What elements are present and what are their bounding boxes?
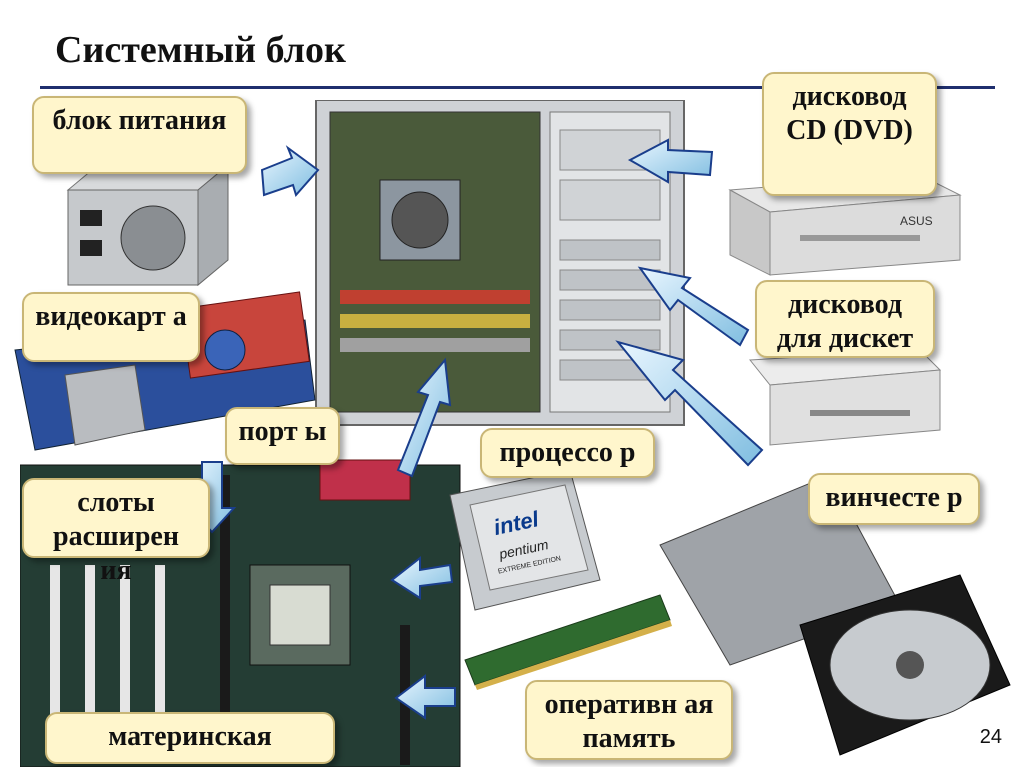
power-supply-photo bbox=[66, 163, 230, 287]
label-hdd-text: винчесте р bbox=[825, 482, 963, 513]
label-slots-text: слоты расширен ия bbox=[53, 487, 179, 586]
arrow-psu bbox=[260, 145, 320, 198]
label-ports: порт ы bbox=[225, 407, 340, 465]
label-psu: блок питания bbox=[32, 96, 247, 174]
label-floppy-text: дисковод для дискет bbox=[776, 289, 914, 354]
label-ports-text: порт ы bbox=[238, 416, 327, 447]
label-cd-drive: дисковод CD (DVD) bbox=[762, 72, 937, 196]
label-psu-text: блок питания bbox=[52, 105, 227, 136]
label-videocard: видеокарт а bbox=[22, 292, 200, 362]
floppy-drive-photo bbox=[749, 349, 942, 446]
arrow-cpu bbox=[390, 555, 454, 600]
label-slots: слоты расширен ия bbox=[22, 478, 210, 586]
cpu-chip-photo: intel pentium EXTREME EDITION bbox=[449, 469, 601, 611]
ram-stick-photo bbox=[464, 594, 672, 690]
label-videocard-text: видеокарт а bbox=[35, 301, 187, 332]
label-ram: оперативн ая память bbox=[525, 680, 733, 760]
label-ram-text: оперативн ая память bbox=[544, 689, 714, 754]
slide-title: Системный блок bbox=[55, 29, 346, 71]
cd-brand-text: ASUS bbox=[900, 214, 933, 228]
arrow-hdd bbox=[615, 340, 764, 467]
label-floppy-drive: дисковод для дискет bbox=[755, 280, 935, 358]
label-cpu-text: процессо р bbox=[499, 437, 636, 468]
page-number: 24 bbox=[979, 726, 1002, 748]
label-cd-text: дисковод CD (DVD) bbox=[786, 81, 913, 146]
arrow-cd bbox=[627, 138, 714, 184]
label-motherboard: материнская bbox=[45, 712, 335, 764]
label-motherboard-text: материнская bbox=[108, 721, 272, 752]
arrow-motherboard bbox=[396, 357, 452, 478]
arrow-ram bbox=[394, 673, 456, 720]
arrow-floppy bbox=[637, 266, 750, 347]
label-cpu: процессо р bbox=[480, 428, 655, 478]
label-hdd: винчесте р bbox=[808, 473, 980, 525]
title-underline bbox=[40, 86, 995, 89]
